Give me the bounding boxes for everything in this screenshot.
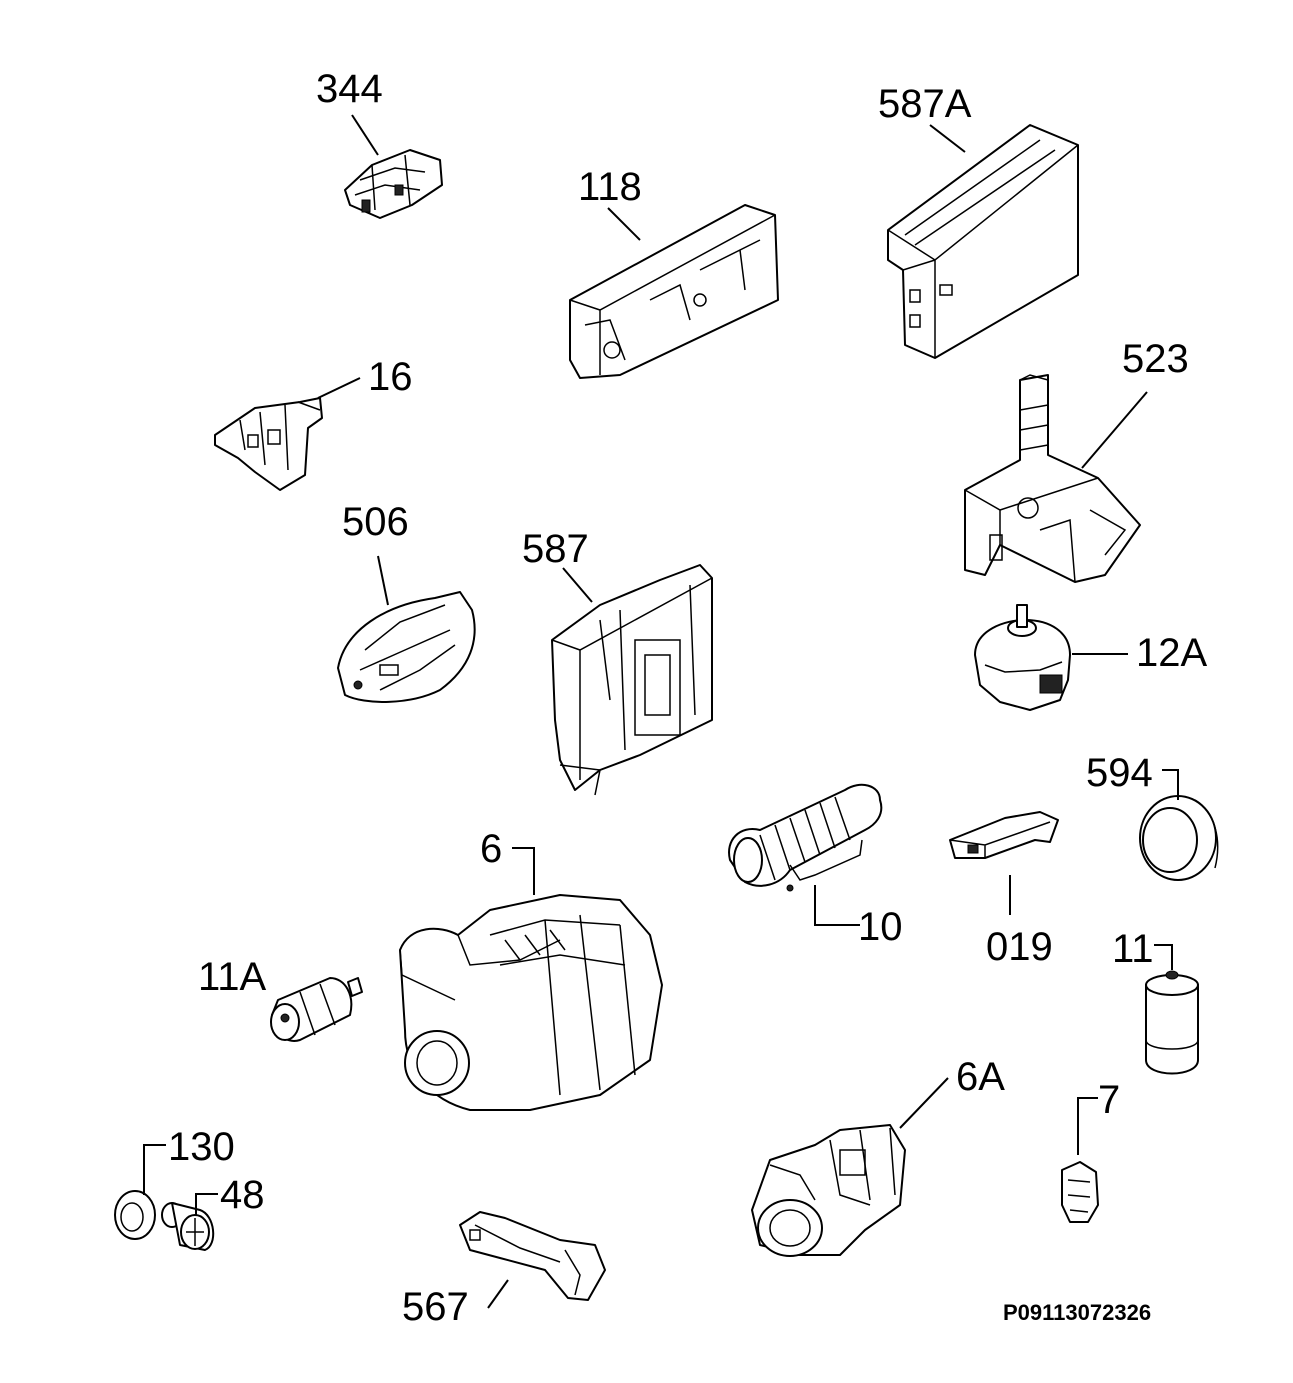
part-7[interactable]: 7 xyxy=(1061,1078,1120,1223)
part-12A[interactable]: 12A xyxy=(974,604,1207,711)
part-118[interactable]: 118 xyxy=(569,165,779,379)
label-506: 506 xyxy=(342,500,409,544)
label-6A: 6A xyxy=(956,1055,1005,1099)
label-523: 523 xyxy=(1122,337,1189,381)
label-11A: 11A xyxy=(198,955,267,999)
part-16[interactable]: 16 xyxy=(214,355,413,491)
label-7: 7 xyxy=(1098,1078,1120,1122)
part-6[interactable]: 6 xyxy=(399,827,663,1111)
label-587A: 587A xyxy=(878,82,972,126)
part-48[interactable]: 48 xyxy=(161,1173,265,1251)
part-594[interactable]: 594 xyxy=(1086,751,1219,881)
label-594: 594 xyxy=(1086,751,1153,795)
part-10[interactable]: 10 xyxy=(728,783,903,949)
label-12A: 12A xyxy=(1136,631,1207,675)
part-11[interactable]: 11 xyxy=(1112,927,1199,1075)
part-567[interactable]: 567 xyxy=(402,1211,606,1329)
part-11A[interactable]: 11A xyxy=(198,955,363,1042)
part-344[interactable]: 344 xyxy=(316,67,443,219)
label-48: 48 xyxy=(220,1173,265,1217)
label-344: 344 xyxy=(316,67,383,111)
label-019: 019 xyxy=(986,925,1053,969)
label-587: 587 xyxy=(522,527,589,571)
part-019[interactable]: 019 xyxy=(949,811,1059,969)
drawing-code: P09113072326 xyxy=(1003,1300,1151,1325)
label-10: 10 xyxy=(858,905,903,949)
label-11: 11 xyxy=(1112,927,1154,971)
part-587A[interactable]: 587A xyxy=(878,82,1079,359)
label-118: 118 xyxy=(578,165,642,209)
label-6: 6 xyxy=(480,827,502,871)
label-567: 567 xyxy=(402,1285,469,1329)
part-523[interactable]: 523 xyxy=(964,337,1189,583)
label-130: 130 xyxy=(168,1125,235,1169)
part-587[interactable]: 587 xyxy=(522,527,713,796)
part-130[interactable]: 130 xyxy=(114,1125,235,1240)
part-506[interactable]: 506 xyxy=(337,500,476,703)
label-16: 16 xyxy=(368,355,413,399)
part-6A[interactable]: 6A xyxy=(751,1055,1005,1257)
